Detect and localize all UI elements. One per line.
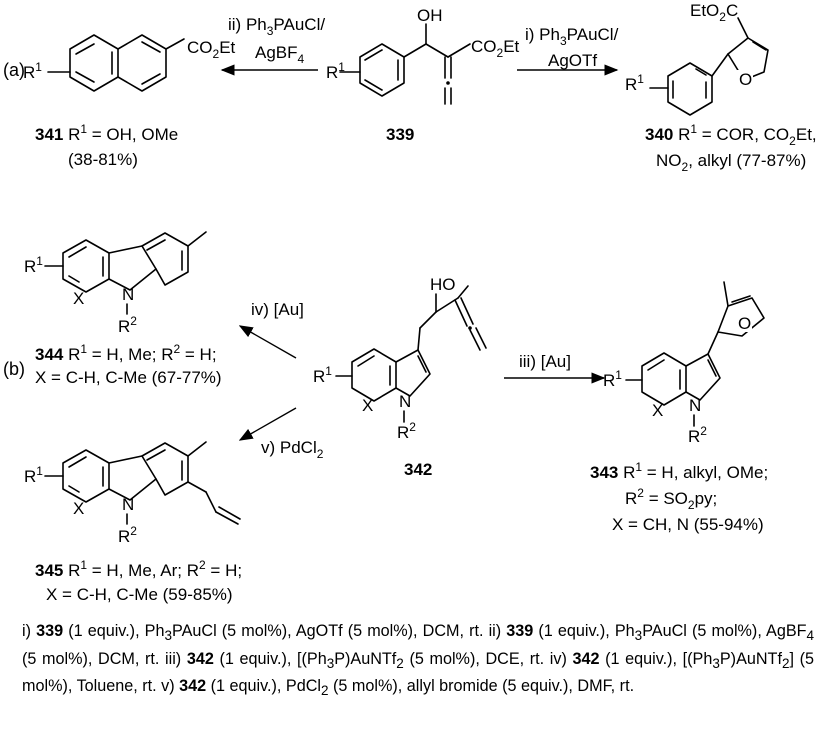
atom-ho-342: HO [430, 275, 456, 294]
atom-n-342: N [399, 392, 411, 411]
atom-r2-343: R2 [688, 424, 707, 446]
atom-x-342: X [362, 396, 373, 415]
compound-343-desc2: R2 = SO2py; [625, 486, 717, 512]
structure-340: O EtO2C R1 [625, 1, 769, 116]
compound-341-yield: (38-81%) [68, 150, 138, 169]
label-part-b: (b) [3, 359, 25, 379]
atom-r2-342: R2 [397, 420, 416, 442]
reagent-iii: iii) [Au] [519, 352, 571, 371]
reagent-v: v) PdCl2 [261, 438, 324, 461]
reagent-iv: iv) [Au] [251, 300, 304, 319]
atom-co2et-339: CO2Et [471, 37, 520, 60]
atom-n-343: N [689, 396, 701, 415]
atom-r1-344: R1 [24, 254, 43, 276]
structure-342: HO R1 X N R2 [313, 275, 487, 442]
atom-r2-344: R2 [118, 314, 137, 336]
compound-345-desc: 345 R1 = H, Me, Ar; R2 = H; [35, 558, 242, 580]
compound-340-desc2: NO2, alkyl (77-87%) [656, 151, 806, 174]
compound-341-desc: 341 R1 = OH, OMe [35, 122, 178, 144]
compound-343-desc3: X = CH, N (55-94%) [612, 515, 764, 534]
reagent-ii-line1: ii) Ph3PAuCl/ [228, 15, 325, 38]
atom-r2-345: R2 [118, 524, 137, 546]
reagent-ii-line2: AgBF4 [255, 43, 305, 66]
structure-341: CO2Et R1 [23, 34, 236, 92]
structure-339: OH CO2Et R1 [326, 6, 520, 105]
atom-r1-345: R1 [24, 464, 43, 486]
compound-343-desc: 343 R1 = H, alkyl, OMe; [590, 460, 768, 482]
label-part-a: (a) [3, 60, 25, 80]
structure-344: R1 X N R2 [24, 231, 207, 336]
atom-r1-343: R1 [603, 368, 622, 390]
atom-r1-342: R1 [313, 364, 332, 386]
atom-n-344: N [122, 285, 134, 304]
atom-r1-340: R1 [625, 72, 644, 94]
atom-r1-339: R1 [326, 60, 345, 82]
atom-co2et: CO2Et [187, 38, 236, 61]
atom-n-345: N [122, 495, 134, 514]
compound-340-desc: 340 R1 = COR, CO2Et, [645, 122, 817, 148]
atom-eto2c: EtO2C [690, 1, 738, 24]
conditions-footnote: i) 339 (1 equiv.), Ph3PAuCl (5 mol%), Ag… [22, 622, 815, 699]
atom-x-345: X [73, 499, 84, 518]
arrow-iv [238, 325, 297, 359]
compound-342-id: 342 [404, 460, 432, 479]
atom-o-343: O [738, 314, 751, 333]
compound-345-desc2: X = C-H, C-Me (59-85%) [46, 585, 233, 604]
compound-344-desc2: X = C-H, C-Me (67-77%) [35, 368, 222, 387]
atom-o-340: O [739, 70, 752, 89]
reagent-i-line1: i) Ph3PAuCl/ [525, 25, 619, 48]
arrow-v [238, 407, 297, 441]
atom-r1: R1 [23, 60, 42, 82]
atom-oh: OH [417, 6, 443, 25]
atom-x-343: X [652, 401, 663, 420]
compound-344-desc: 344 R1 = H, Me; R2 = H; [35, 342, 217, 364]
structure-345: R1 X N R2 [24, 441, 241, 546]
atom-x-344: X [73, 289, 84, 308]
structure-343: O R1 X N R2 [603, 281, 765, 446]
reagent-i-line2: AgOTf [548, 51, 597, 70]
compound-339-id: 339 [386, 125, 414, 144]
